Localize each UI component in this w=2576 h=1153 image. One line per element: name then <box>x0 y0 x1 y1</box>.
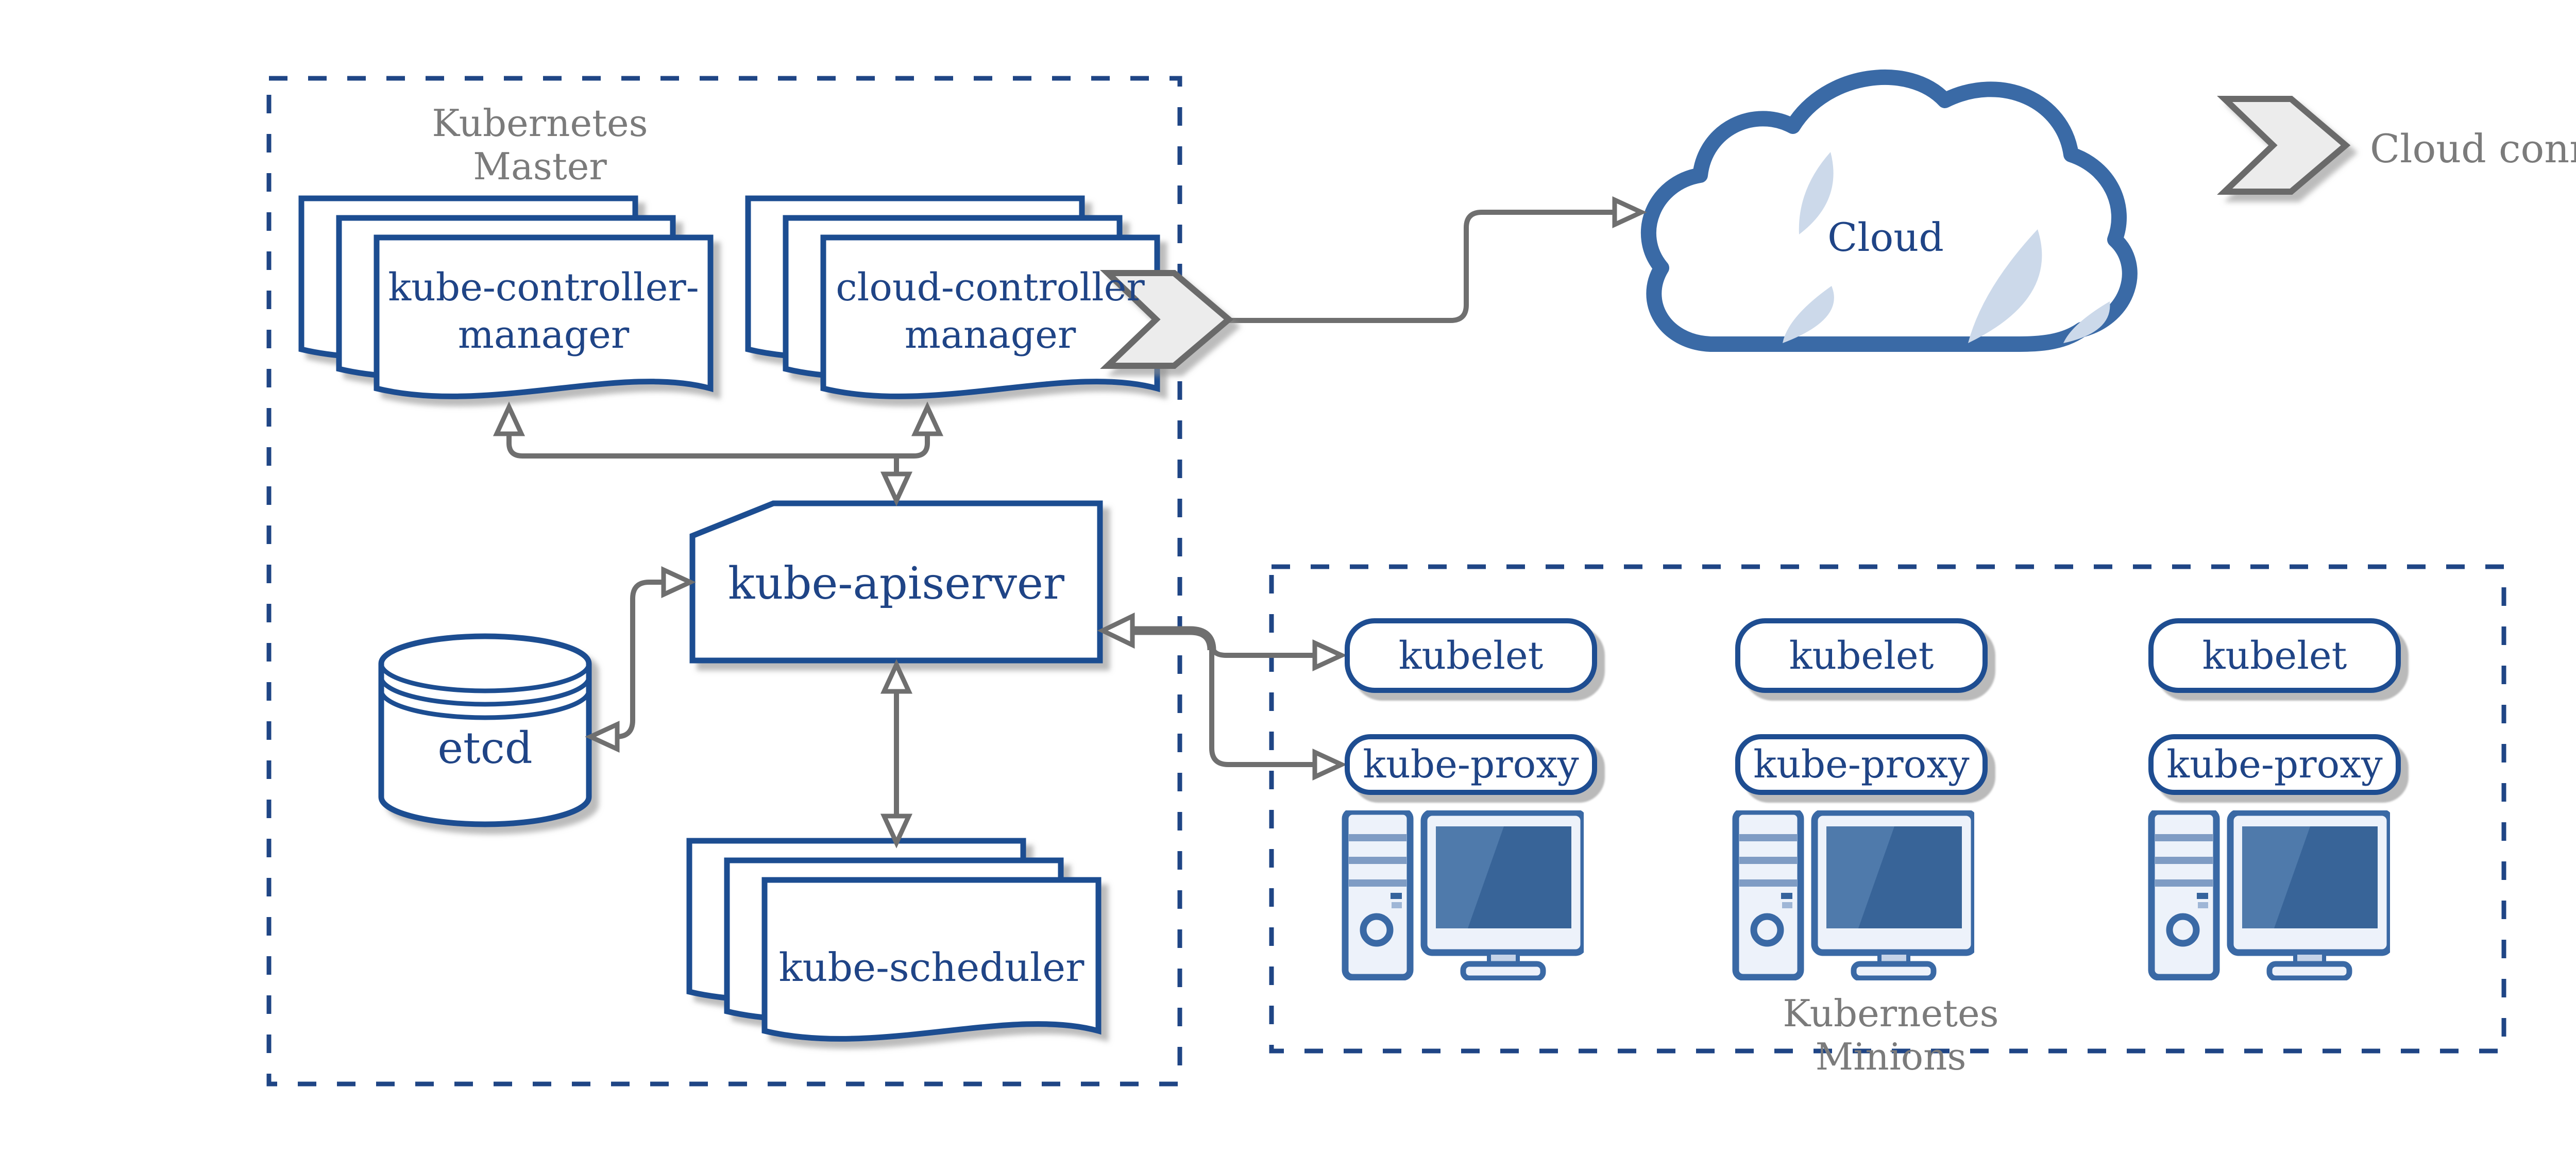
kube-proxy-node-3: kube-proxy <box>2148 734 2401 795</box>
arrowhead-up-cloud-controller-manager <box>911 401 944 436</box>
minions-apiserver-trunk <box>1132 626 1216 651</box>
cloud-connector-line <box>1229 210 1614 323</box>
kube-scheduler-stack-icon <box>686 838 1101 1042</box>
kube-proxy-node-2: kube-proxy <box>1735 734 1988 795</box>
arrowhead-down-apiserver <box>880 471 913 506</box>
kube-proxy-label: kube-proxy <box>1363 742 1579 787</box>
arrowhead-right-kubelet <box>1312 639 1347 672</box>
branch-to-kubelet <box>1209 643 1315 658</box>
workstation-icon <box>1345 811 1584 978</box>
arrowhead-right-cloud <box>1612 196 1647 229</box>
master-group-border <box>266 76 1182 1087</box>
workstation-icon <box>2151 811 2390 978</box>
kube-proxy-label: kube-proxy <box>2166 742 2383 787</box>
cloud-connector-chevron-icon <box>1100 270 1234 369</box>
arrowhead-right-apiserver-left <box>661 566 696 599</box>
branch-to-kube-proxy <box>1209 648 1315 767</box>
arrowhead-up-apiserver-bottom <box>880 659 913 694</box>
kube-controller-manager-stack-icon <box>298 195 714 399</box>
kube-proxy-label: kube-proxy <box>1753 742 1970 787</box>
kubelet-node-1: kubelet <box>1345 618 1597 693</box>
kube-proxy-node-1: kube-proxy <box>1345 734 1597 795</box>
cloud-accent-crescent <box>2063 301 2110 343</box>
arrowhead-right-kube-proxy <box>1312 748 1347 781</box>
cloud-accent-crescent <box>1799 152 1834 234</box>
etcd-database-cylinder-icon <box>378 633 592 827</box>
controller-managers-connector <box>506 434 930 459</box>
arrowhead-left-apiserver-right <box>1097 612 1135 649</box>
kubelet-node-3: kubelet <box>2148 618 2401 693</box>
kube-apiserver-box <box>689 500 1103 664</box>
arrowhead-left-etcd <box>585 720 620 753</box>
cloud-controller-manager-stack-icon <box>745 195 1160 399</box>
arrowhead-up-kube-controller-manager <box>493 401 526 436</box>
apiserver-etcd-connector <box>614 580 664 739</box>
cloud-accent-crescent <box>1968 229 2042 343</box>
kubelet-label: kubelet <box>1789 633 1934 678</box>
arrowheads <box>493 196 1647 849</box>
legend-chevron-icon <box>2217 96 2351 195</box>
kubelet-node-2: kubelet <box>1735 618 1988 693</box>
kubelet-label: kubelet <box>1398 633 1544 678</box>
arrowhead-down-scheduler <box>880 813 913 849</box>
workstation-icon <box>1736 811 1974 978</box>
kubelet-label: kubelet <box>2202 633 2347 678</box>
connector-lines <box>506 210 1614 816</box>
cloud-icon <box>1640 69 2138 352</box>
cloud-accent-crescent <box>1783 286 1834 343</box>
